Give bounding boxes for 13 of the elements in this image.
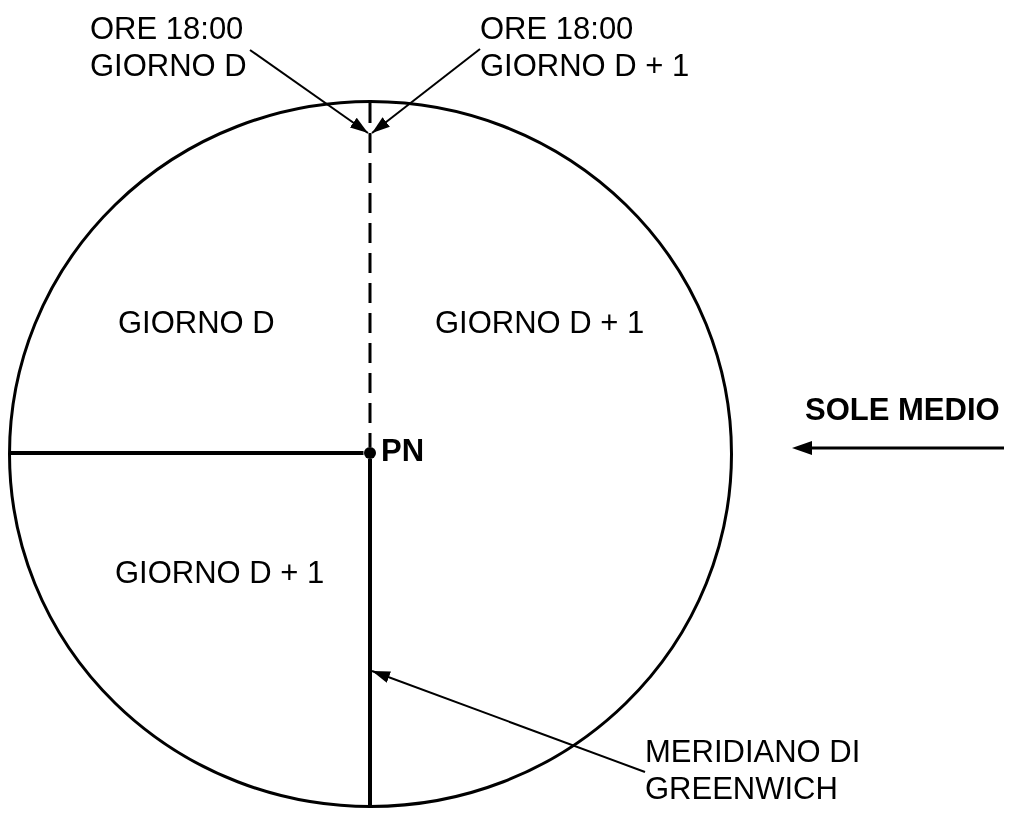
leader-arrow: [371, 670, 646, 773]
dashed-meridian-line: [368, 103, 372, 447]
leader-arrow: [249, 49, 369, 134]
callout-label: MERIDIANO DI GREENWICH: [645, 733, 867, 807]
callout-label: ORE 18:00 GIORNO D: [90, 10, 250, 84]
sun-direction-label: SOLE MEDIO: [805, 391, 1000, 428]
leader-arrow: [371, 48, 481, 134]
region-label: GIORNO D + 1: [115, 554, 325, 591]
meridian-line: [368, 459, 372, 805]
region-label: GIORNO D: [118, 304, 275, 341]
pole-label: PN: [381, 432, 425, 469]
callout-label: ORE 18:00 GIORNO D + 1: [480, 10, 696, 84]
region-label: GIORNO D + 1: [435, 304, 645, 341]
